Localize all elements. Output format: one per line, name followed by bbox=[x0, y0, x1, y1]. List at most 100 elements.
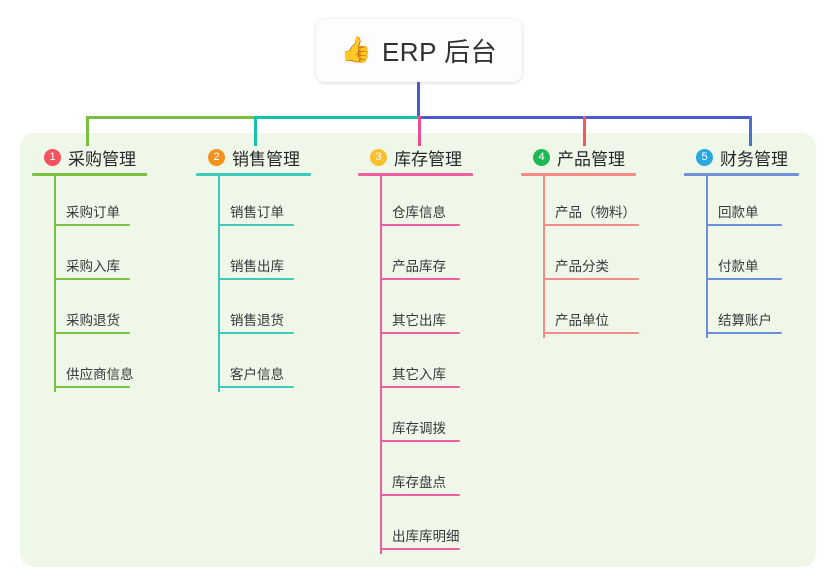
leaf-underline bbox=[54, 386, 130, 388]
leaf-underline bbox=[543, 224, 639, 226]
leaf-node[interactable]: 结算账户 bbox=[684, 284, 799, 338]
branch-spine-5 bbox=[706, 176, 708, 338]
leaf-node[interactable]: 回款单 bbox=[684, 176, 799, 230]
leaf-node[interactable]: 出库库明细 bbox=[358, 500, 473, 554]
branch-badge-5: 5 bbox=[696, 148, 713, 166]
thumbs-up-emoji: 👍 bbox=[340, 36, 372, 64]
leaf-underline bbox=[218, 278, 294, 280]
leaf-label: 产品库存 bbox=[392, 259, 446, 274]
branch-header-4[interactable]: 4 产品管理 bbox=[521, 146, 636, 169]
connector-drop-4 bbox=[583, 116, 586, 146]
leaf-label: 仓库信息 bbox=[392, 205, 446, 220]
leaf-node[interactable]: 其它入库 bbox=[358, 338, 473, 392]
connector-root-stem bbox=[417, 82, 420, 118]
leaf-label: 销售退货 bbox=[230, 313, 284, 328]
leaf-underline bbox=[380, 278, 460, 280]
leaf-node[interactable]: 库存调拨 bbox=[358, 392, 473, 446]
leaf-node[interactable]: 产品库存 bbox=[358, 230, 473, 284]
branch-title-5: 财务管理 bbox=[720, 149, 788, 169]
branch-header-1[interactable]: 1 采购管理 bbox=[32, 146, 147, 169]
branch-title-3: 库存管理 bbox=[394, 149, 462, 169]
branch-title-4: 产品管理 bbox=[557, 149, 625, 169]
branch-spine-4 bbox=[543, 176, 545, 338]
leaf-label: 采购入库 bbox=[66, 259, 120, 274]
leaf-underline bbox=[706, 332, 782, 334]
leaf-node[interactable]: 销售退货 bbox=[196, 284, 311, 338]
branch-underline-4 bbox=[521, 173, 636, 176]
branch-header-3[interactable]: 3 库存管理 bbox=[358, 146, 473, 169]
branch-title-2: 销售管理 bbox=[232, 149, 300, 169]
connector-drop-2 bbox=[254, 116, 257, 146]
leaf-underline bbox=[380, 440, 460, 442]
leaf-node[interactable]: 付款单 bbox=[684, 230, 799, 284]
leaf-node[interactable]: 采购订单 bbox=[32, 176, 147, 230]
leaf-label: 库存盘点 bbox=[392, 475, 446, 490]
leaf-node[interactable]: 产品分类 bbox=[521, 230, 639, 284]
branch-column-5: 5 财务管理回款单付款单结算账户 bbox=[684, 146, 799, 338]
leaf-node[interactable]: 库存盘点 bbox=[358, 446, 473, 500]
branch-column-3: 3 库存管理仓库信息产品库存其它出库其它入库库存调拨库存盘点出库库明细 bbox=[358, 146, 473, 554]
leaf-underline bbox=[54, 278, 130, 280]
leaf-underline bbox=[543, 332, 639, 334]
leaf-label: 其它出库 bbox=[392, 313, 446, 328]
leaf-label: 产品单位 bbox=[555, 313, 609, 328]
branch-items-4: 产品（物料） 产品分类产品单位 bbox=[521, 176, 639, 338]
branch-column-4: 4 产品管理产品（物料） 产品分类产品单位 bbox=[521, 146, 639, 338]
leaf-node[interactable]: 供应商信息 bbox=[32, 338, 147, 392]
leaf-node[interactable]: 采购入库 bbox=[32, 230, 147, 284]
branch-badge-4: 4 bbox=[533, 148, 550, 166]
leaf-underline bbox=[543, 278, 639, 280]
leaf-label: 回款单 bbox=[718, 205, 759, 220]
connector-drop-5 bbox=[749, 116, 752, 146]
branch-badge-1: 1 bbox=[44, 148, 61, 166]
branch-header-5[interactable]: 5 财务管理 bbox=[684, 146, 799, 169]
branch-underline-3 bbox=[358, 173, 473, 176]
leaf-label: 库存调拨 bbox=[392, 421, 446, 436]
connector-bus-teal bbox=[254, 116, 419, 119]
leaf-node[interactable]: 销售出库 bbox=[196, 230, 311, 284]
branch-underline-1 bbox=[32, 173, 147, 176]
branch-items-2: 销售订单销售出库销售退货客户信息 bbox=[196, 176, 311, 392]
branch-column-2: 2 销售管理销售订单销售出库销售退货客户信息 bbox=[196, 146, 311, 392]
leaf-label: 采购订单 bbox=[66, 205, 120, 220]
connector-drop-1 bbox=[86, 116, 89, 146]
branch-items-3: 仓库信息产品库存其它出库其它入库库存调拨库存盘点出库库明细 bbox=[358, 176, 473, 554]
leaf-label: 出库库明细 bbox=[392, 529, 460, 544]
leaf-label: 销售出库 bbox=[230, 259, 284, 274]
leaf-label: 采购退货 bbox=[66, 313, 120, 328]
connector-drop-3 bbox=[418, 116, 421, 146]
leaf-underline bbox=[54, 224, 130, 226]
leaf-underline bbox=[54, 332, 130, 334]
leaf-underline bbox=[380, 548, 460, 550]
leaf-label: 结算账户 bbox=[718, 313, 772, 328]
leaf-node[interactable]: 仓库信息 bbox=[358, 176, 473, 230]
leaf-node[interactable]: 产品单位 bbox=[521, 284, 639, 338]
leaf-label: 产品分类 bbox=[555, 259, 609, 274]
leaf-underline bbox=[706, 278, 782, 280]
leaf-underline bbox=[380, 332, 460, 334]
branch-column-1: 1 采购管理采购订单采购入库采购退货供应商信息 bbox=[32, 146, 147, 392]
leaf-node[interactable]: 产品（物料） bbox=[521, 176, 639, 230]
branch-badge-3: 3 bbox=[370, 148, 387, 166]
leaf-underline bbox=[218, 386, 294, 388]
leaf-node[interactable]: 采购退货 bbox=[32, 284, 147, 338]
branch-spine-3 bbox=[380, 176, 382, 554]
leaf-label: 产品（物料） bbox=[555, 205, 636, 220]
leaf-underline bbox=[218, 224, 294, 226]
branch-spine-1 bbox=[54, 176, 56, 392]
leaf-node[interactable]: 其它出库 bbox=[358, 284, 473, 338]
leaf-underline bbox=[380, 224, 460, 226]
root-node-erp-backend[interactable]: 👍 ERP 后台 bbox=[316, 19, 522, 82]
branch-items-1: 采购订单采购入库采购退货供应商信息 bbox=[32, 176, 147, 392]
leaf-node[interactable]: 客户信息 bbox=[196, 338, 311, 392]
leaf-underline bbox=[380, 494, 460, 496]
branch-badge-2: 2 bbox=[208, 148, 225, 166]
branch-underline-5 bbox=[684, 173, 799, 176]
leaf-label: 付款单 bbox=[718, 259, 759, 274]
branch-header-2[interactable]: 2 销售管理 bbox=[196, 146, 311, 169]
page-title: ERP 后台 bbox=[381, 37, 498, 67]
branch-title-1: 采购管理 bbox=[68, 149, 136, 169]
leaf-node[interactable]: 销售订单 bbox=[196, 176, 311, 230]
leaf-label: 供应商信息 bbox=[66, 367, 134, 382]
